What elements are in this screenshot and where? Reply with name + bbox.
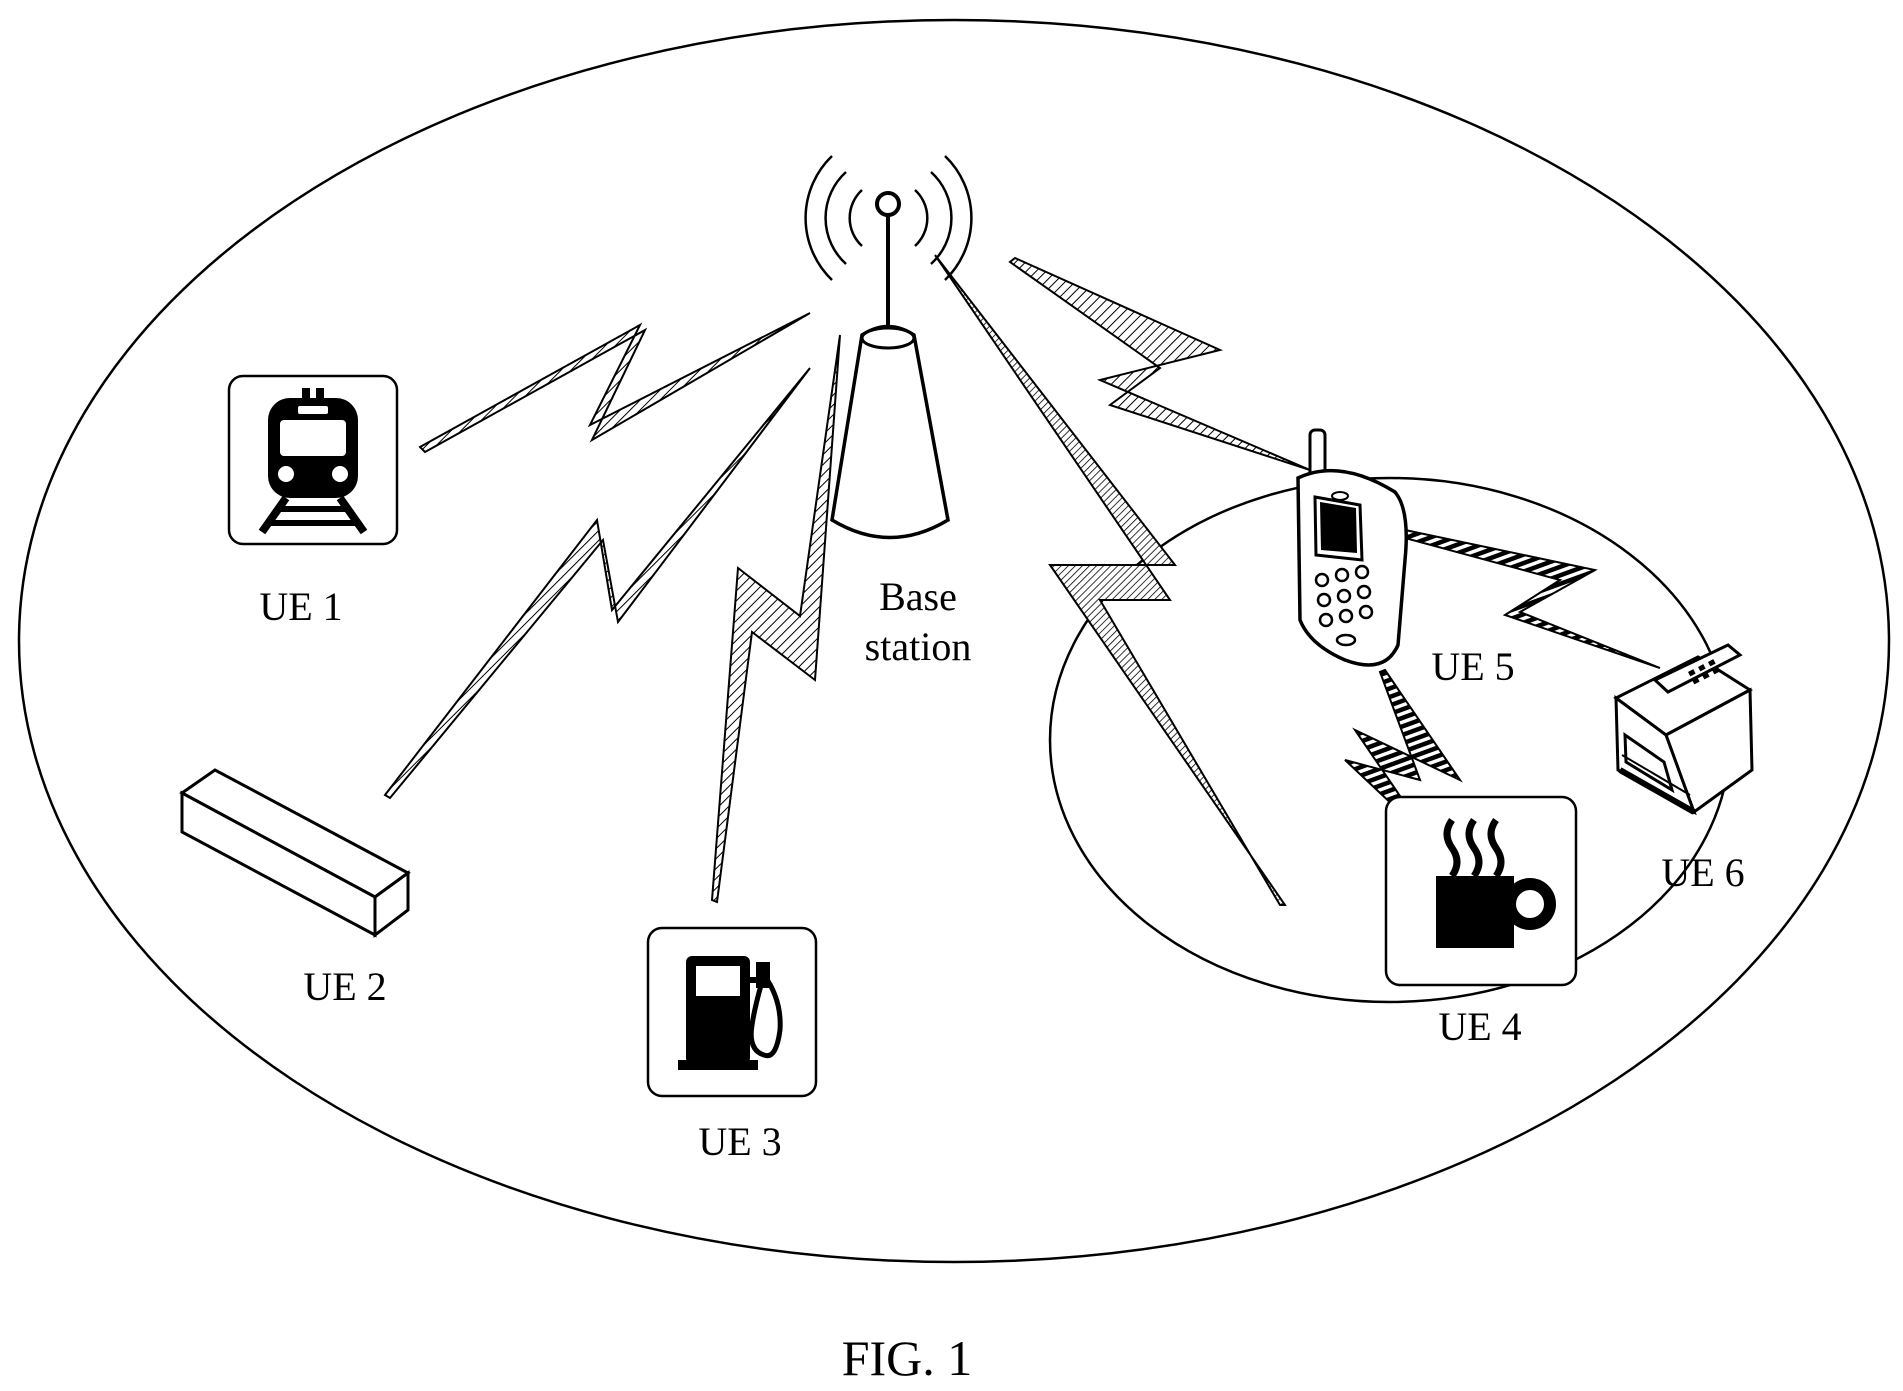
link-bs-ue3	[712, 335, 840, 902]
ue2-label: UE 2	[303, 964, 386, 1009]
ue1-device: UE 1	[229, 376, 397, 629]
fuel-pump-icon	[678, 956, 780, 1070]
ue2-device: UE 2	[182, 770, 408, 1009]
ue6-device: UE 6	[1616, 645, 1752, 895]
printer-fax-icon	[1616, 645, 1752, 812]
ue4-label: UE 4	[1438, 1004, 1521, 1049]
base-station-label-line1: Base	[879, 574, 957, 619]
mobile-phone-icon	[1298, 430, 1406, 665]
base-station-label-line2: station	[865, 624, 972, 669]
ue6-label: UE 6	[1661, 850, 1744, 895]
link-bs-ue1	[420, 313, 810, 452]
box-device-icon	[182, 770, 408, 935]
ue5-label: UE 5	[1431, 644, 1514, 689]
ue4-device: UE 4	[1386, 797, 1576, 1049]
ue1-label: UE 1	[259, 584, 342, 629]
link-bs-ue5	[1010, 258, 1310, 470]
link-bs-ue4	[935, 255, 1285, 905]
train-icon	[262, 388, 364, 532]
figure-caption: FIG. 1	[842, 1330, 973, 1386]
ue3-device: UE 3	[648, 928, 816, 1164]
ue3-label: UE 3	[698, 1119, 781, 1164]
